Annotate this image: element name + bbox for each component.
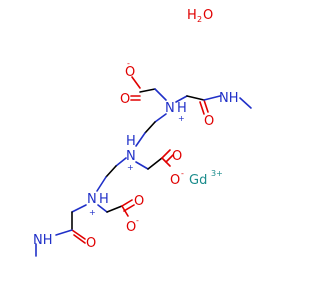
bond-bridge2-cc <box>105 165 117 178</box>
atom-n3-h: H <box>99 192 109 207</box>
bond-ch2-cooh <box>147 157 163 170</box>
charge-minus-top: - <box>127 59 130 68</box>
water-o: O <box>203 8 213 23</box>
bond-ch2-cooh-b <box>106 205 123 213</box>
bond-top-cc <box>139 88 156 93</box>
bond-n1-ch2 <box>175 95 188 103</box>
bond-n2-c <box>115 157 127 167</box>
bond-mid-cdo-b <box>165 154 174 163</box>
atom-n2: N <box>126 149 136 164</box>
structure-diagram: H 2 O <box>33 8 252 257</box>
water-molecule: H 2 O <box>187 8 213 24</box>
atom-o-top: O <box>120 92 130 107</box>
atom-n3: N <box>87 192 97 207</box>
bond-bot-co <box>121 205 129 217</box>
atom-n1-h: H <box>177 101 187 116</box>
charge-minus-bot: - <box>136 216 139 225</box>
bond-mid-co <box>161 157 171 167</box>
atom-o-bot: O <box>134 194 144 209</box>
atom-nh-bot: NH <box>33 233 53 248</box>
bond-n3-ch2-amide <box>71 204 87 213</box>
bond-mid-cdo <box>161 149 171 159</box>
atom-o-minus-bot: O <box>126 220 136 235</box>
atom-nh-top: NH <box>219 91 239 106</box>
charge-plus-n1: + <box>178 114 185 123</box>
charge-minus-mid: - <box>181 169 184 178</box>
atom-n2-h: H <box>126 134 136 149</box>
bond-amide-co-b <box>199 101 205 115</box>
water-h: H <box>187 8 197 23</box>
charge-gd: 3+ <box>211 169 223 178</box>
bond-ch2-c <box>186 95 205 101</box>
bond-c-nh-amide <box>55 229 73 236</box>
bond-bridge1-cc <box>144 121 156 134</box>
bond-n2-ch2 <box>135 161 149 170</box>
bond-amide-cdo-b <box>73 234 86 244</box>
atom-gd: Gd <box>189 173 207 188</box>
charge-plus-n2: + <box>127 163 134 172</box>
bond-nh-ch3 <box>239 97 252 109</box>
atom-o-minus-mid: O <box>170 173 180 188</box>
atom-labels: O - O N H + O NH N + H O O - Gd 3+ N H +… <box>33 59 239 251</box>
bond-n1-c <box>154 113 167 123</box>
bond-top-cn <box>154 88 167 101</box>
bond-bot-cdo-b <box>123 204 135 212</box>
bond-n3-ch2 <box>97 204 108 213</box>
atom-o-amide-bot: O <box>86 236 96 251</box>
charge-plus-n3: + <box>89 208 96 217</box>
water-subscript: 2 <box>197 15 202 24</box>
atom-o-mid: O <box>172 149 182 164</box>
bond-lines <box>35 76 252 257</box>
bond-amide-cdo-a <box>71 229 86 240</box>
bond-c-n2 <box>135 132 146 147</box>
bond-c-n3 <box>96 176 107 192</box>
atom-o-minus-top: O <box>125 65 135 80</box>
atom-n1: N <box>165 101 175 116</box>
bond-bot-cdo <box>121 199 133 207</box>
atom-o-amide-top: O <box>204 114 214 129</box>
bond-amide-co-a <box>203 99 209 113</box>
bond-top-co <box>131 76 141 89</box>
bond-c-nh <box>203 95 221 101</box>
